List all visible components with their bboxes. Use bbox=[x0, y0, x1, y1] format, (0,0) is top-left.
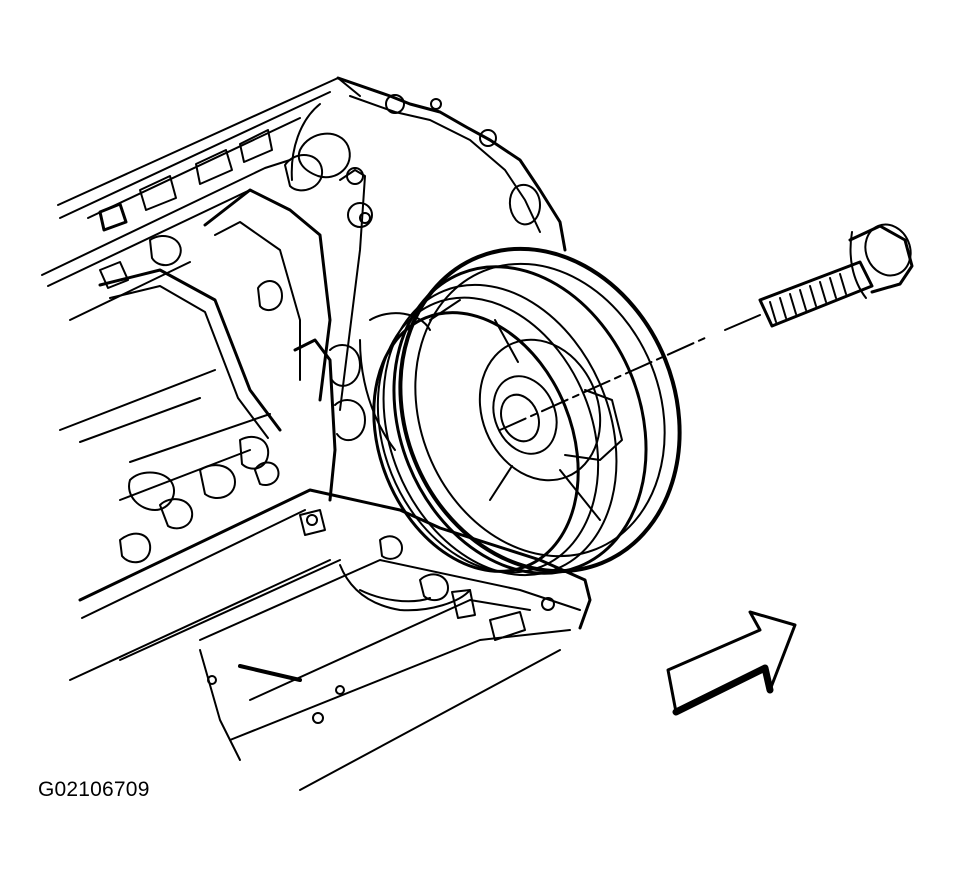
crankshaft-balancer-pulley bbox=[337, 206, 727, 613]
balancer-bolt bbox=[500, 218, 918, 430]
figure-id-label: G02106709 bbox=[38, 778, 150, 801]
direction-arrow bbox=[668, 612, 795, 712]
oil-pan bbox=[70, 490, 590, 790]
